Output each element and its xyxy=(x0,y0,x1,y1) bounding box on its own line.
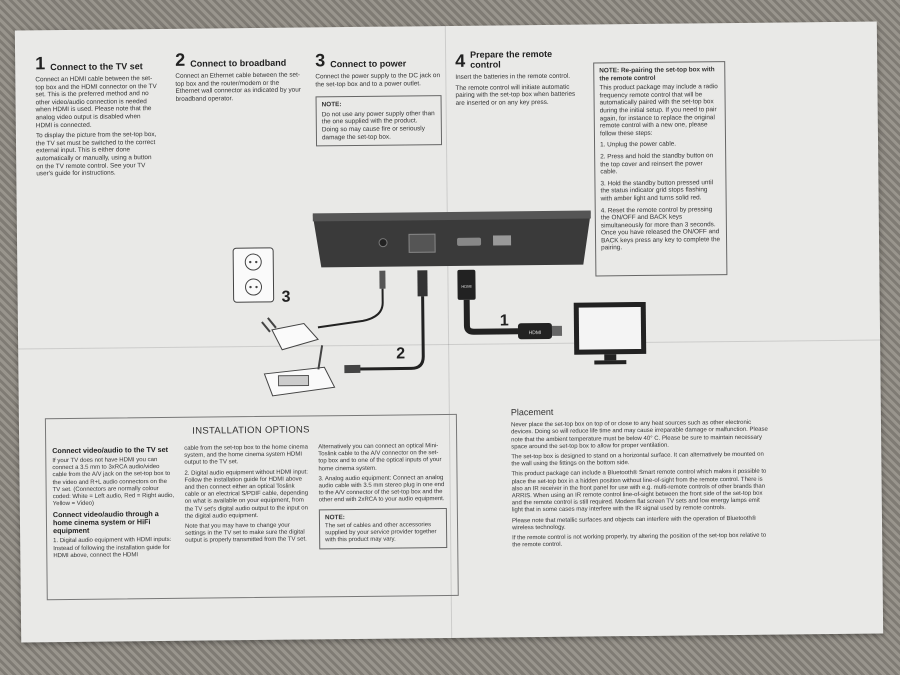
connection-diagram: HDMI HDMI 1 2 xyxy=(232,210,647,397)
label-ethernet: 2 xyxy=(396,345,405,362)
power-adapter-icon xyxy=(261,317,319,351)
placement-title: Placement xyxy=(510,406,554,418)
hdmi-plug-label-2: HDMI xyxy=(529,330,542,336)
install-note-text: The set of cables and other accessories … xyxy=(324,522,437,544)
install-text-2: 1. Digital audio equipment with HDMI inp… xyxy=(53,537,172,559)
placement-section: Placement Never place the set-top box on… xyxy=(511,407,770,553)
ethernet-cable-icon xyxy=(344,270,428,374)
placement-text-2: The set-top box is designed to stand on … xyxy=(511,451,764,468)
install-col-3: Alternatively you can connect an optical… xyxy=(318,443,448,550)
install-text-7: 3. Analog audio equipment: Connect an an… xyxy=(318,474,445,504)
hdmi-plug-label: HDMI xyxy=(461,284,471,289)
installation-options-box: INSTALLATION OPTIONS Connect video/audio… xyxy=(44,413,459,601)
set-top-box-icon xyxy=(312,210,591,268)
installation-title: INSTALLATION OPTIONS xyxy=(192,424,310,437)
install-text-6: Alternatively you can connect an optical… xyxy=(318,443,442,472)
label-hdmi: 1 xyxy=(500,312,509,329)
placement-text-5: If the remote control is not working pro… xyxy=(512,532,767,549)
power-cable-icon xyxy=(317,270,386,329)
wall-outlet-icon xyxy=(232,247,275,303)
label-power: 3 xyxy=(282,289,291,306)
router-icon xyxy=(263,345,336,397)
install-text-1: If your TV does not have HDMI you can co… xyxy=(52,457,175,508)
install-col-2: cable from the set-top box to the home c… xyxy=(184,444,309,548)
hdmi-cable-icon: HDMI HDMI xyxy=(457,269,563,340)
install-text-3: cable from the set-top box to the home c… xyxy=(184,444,308,467)
placement-text-1: Never place the set-top box on top of or… xyxy=(510,420,768,451)
placement-text-4: Please note that metallic surfaces and o… xyxy=(511,515,757,532)
placement-text-3: This product package can include a Bluet… xyxy=(511,469,767,514)
install-heading-1: Connect video/audio to the TV set xyxy=(52,444,169,456)
install-heading-2: Connect video/audio through a home cinem… xyxy=(52,509,159,536)
tv-icon xyxy=(573,301,647,365)
install-text-4: 2. Digital audio equipment without HDMI … xyxy=(184,469,309,520)
install-note-title: NOTE: xyxy=(324,513,345,521)
install-col-1: Connect video/audio to the TV set If you… xyxy=(52,444,175,563)
install-text-5: Note that you may have to change your se… xyxy=(184,522,307,545)
install-note: NOTE: The set of cables and other access… xyxy=(318,507,448,550)
